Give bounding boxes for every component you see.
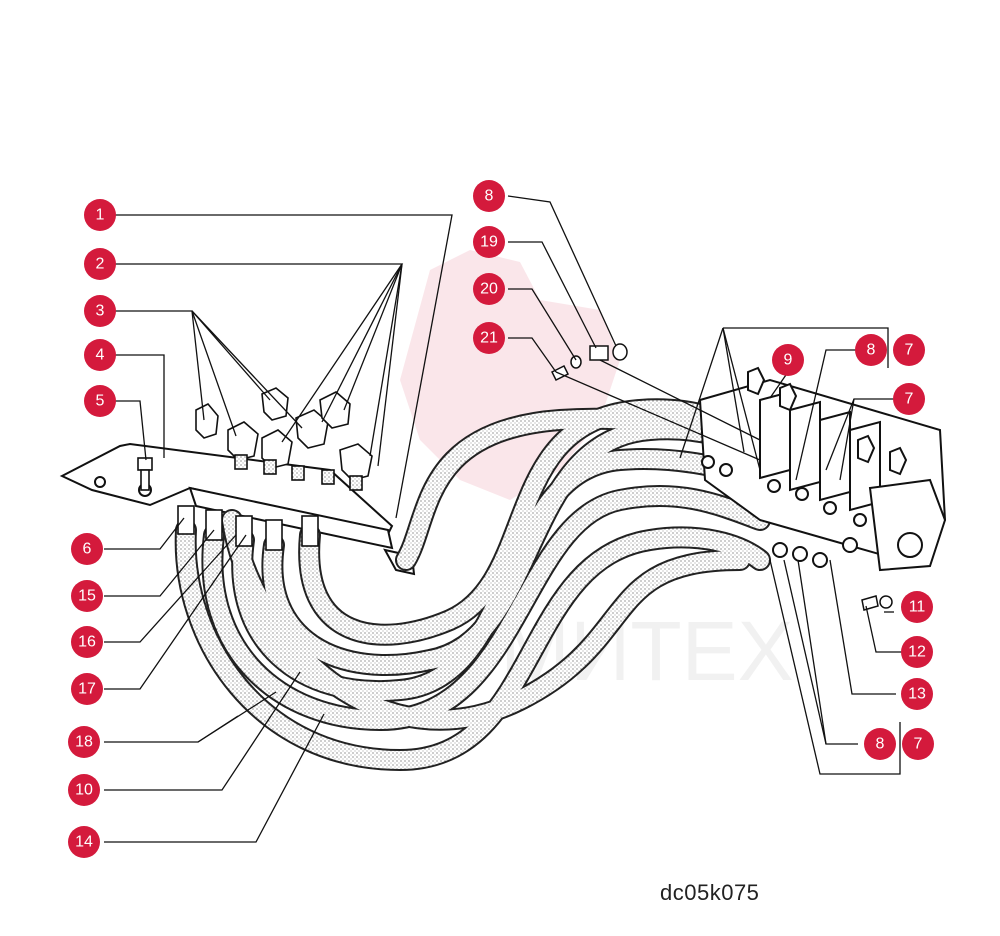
callout-15-label: 15 bbox=[78, 588, 96, 605]
callout-13: 13 bbox=[901, 678, 933, 710]
callout-6-label: 6 bbox=[83, 541, 92, 558]
callout-7-bottom: 7 bbox=[902, 728, 934, 760]
callout-11: 11 bbox=[901, 591, 933, 623]
callout-9-label: 9 bbox=[784, 352, 793, 369]
callout-7-upper: 7 bbox=[893, 334, 925, 366]
callout-13-label: 13 bbox=[908, 686, 926, 703]
callout-8-right-label: 8 bbox=[867, 342, 876, 359]
callout-7-upper-label: 7 bbox=[905, 342, 914, 359]
callout-18: 18 bbox=[68, 726, 100, 758]
callout-12: 12 bbox=[901, 636, 933, 668]
callout-8-top: 8 bbox=[473, 180, 505, 212]
callout-7-middle: 7 bbox=[893, 383, 925, 415]
callout-3-label: 3 bbox=[96, 303, 105, 320]
hydraulic-hoses bbox=[174, 398, 781, 772]
callout-17-label: 17 bbox=[78, 681, 96, 698]
callout-16: 16 bbox=[71, 626, 103, 658]
callout-20: 20 bbox=[473, 273, 505, 305]
callout-1-label: 1 bbox=[96, 207, 105, 224]
callout-4-label: 4 bbox=[96, 347, 105, 364]
control-valve-bank bbox=[698, 366, 947, 572]
callout-12-label: 12 bbox=[908, 644, 926, 661]
callout-21: 21 bbox=[473, 322, 505, 354]
callout-7-middle-label: 7 bbox=[905, 391, 914, 408]
callout-19: 19 bbox=[473, 226, 505, 258]
callout-11-label: 11 bbox=[909, 599, 926, 616]
callout-8-top-label: 8 bbox=[485, 188, 494, 205]
callout-5: 5 bbox=[84, 385, 116, 417]
callout-8-bottom-label: 8 bbox=[876, 736, 885, 753]
callout-19-label: 19 bbox=[480, 234, 498, 251]
callout-1: 1 bbox=[84, 199, 116, 231]
callout-8-bottom: 8 bbox=[864, 728, 896, 760]
callout-6: 6 bbox=[71, 533, 103, 565]
callout-10-label: 10 bbox=[75, 782, 93, 799]
callout-4: 4 bbox=[84, 339, 116, 371]
callout-10: 10 bbox=[68, 774, 100, 806]
callout-18-label: 18 bbox=[75, 734, 93, 751]
callout-21-label: 21 bbox=[480, 330, 498, 347]
callout-8-right: 8 bbox=[855, 334, 887, 366]
callout-17: 17 bbox=[71, 673, 103, 705]
callout-9: 9 bbox=[772, 344, 804, 376]
fittings-group bbox=[195, 387, 373, 491]
callout-2-label: 2 bbox=[96, 256, 105, 273]
callout-3: 3 bbox=[84, 295, 116, 327]
callout-16-label: 16 bbox=[78, 634, 96, 651]
hose-ferrules bbox=[177, 505, 319, 551]
diagram-code: dc05k075 bbox=[660, 880, 760, 905]
callout-14: 14 bbox=[68, 826, 100, 858]
small-fittings bbox=[550, 343, 893, 611]
callout-15: 15 bbox=[71, 580, 103, 612]
bolt bbox=[137, 457, 153, 491]
callout-5-label: 5 bbox=[96, 393, 105, 410]
callout-2: 2 bbox=[84, 248, 116, 280]
callouts: 1 2 3 4 5 6 15 16 17 18 10 14 8 19 20 21… bbox=[68, 180, 934, 858]
callout-20-label: 20 bbox=[480, 281, 498, 298]
leader-lines bbox=[104, 195, 912, 843]
callout-14-label: 14 bbox=[75, 834, 93, 851]
callout-7-bottom-label: 7 bbox=[914, 736, 923, 753]
